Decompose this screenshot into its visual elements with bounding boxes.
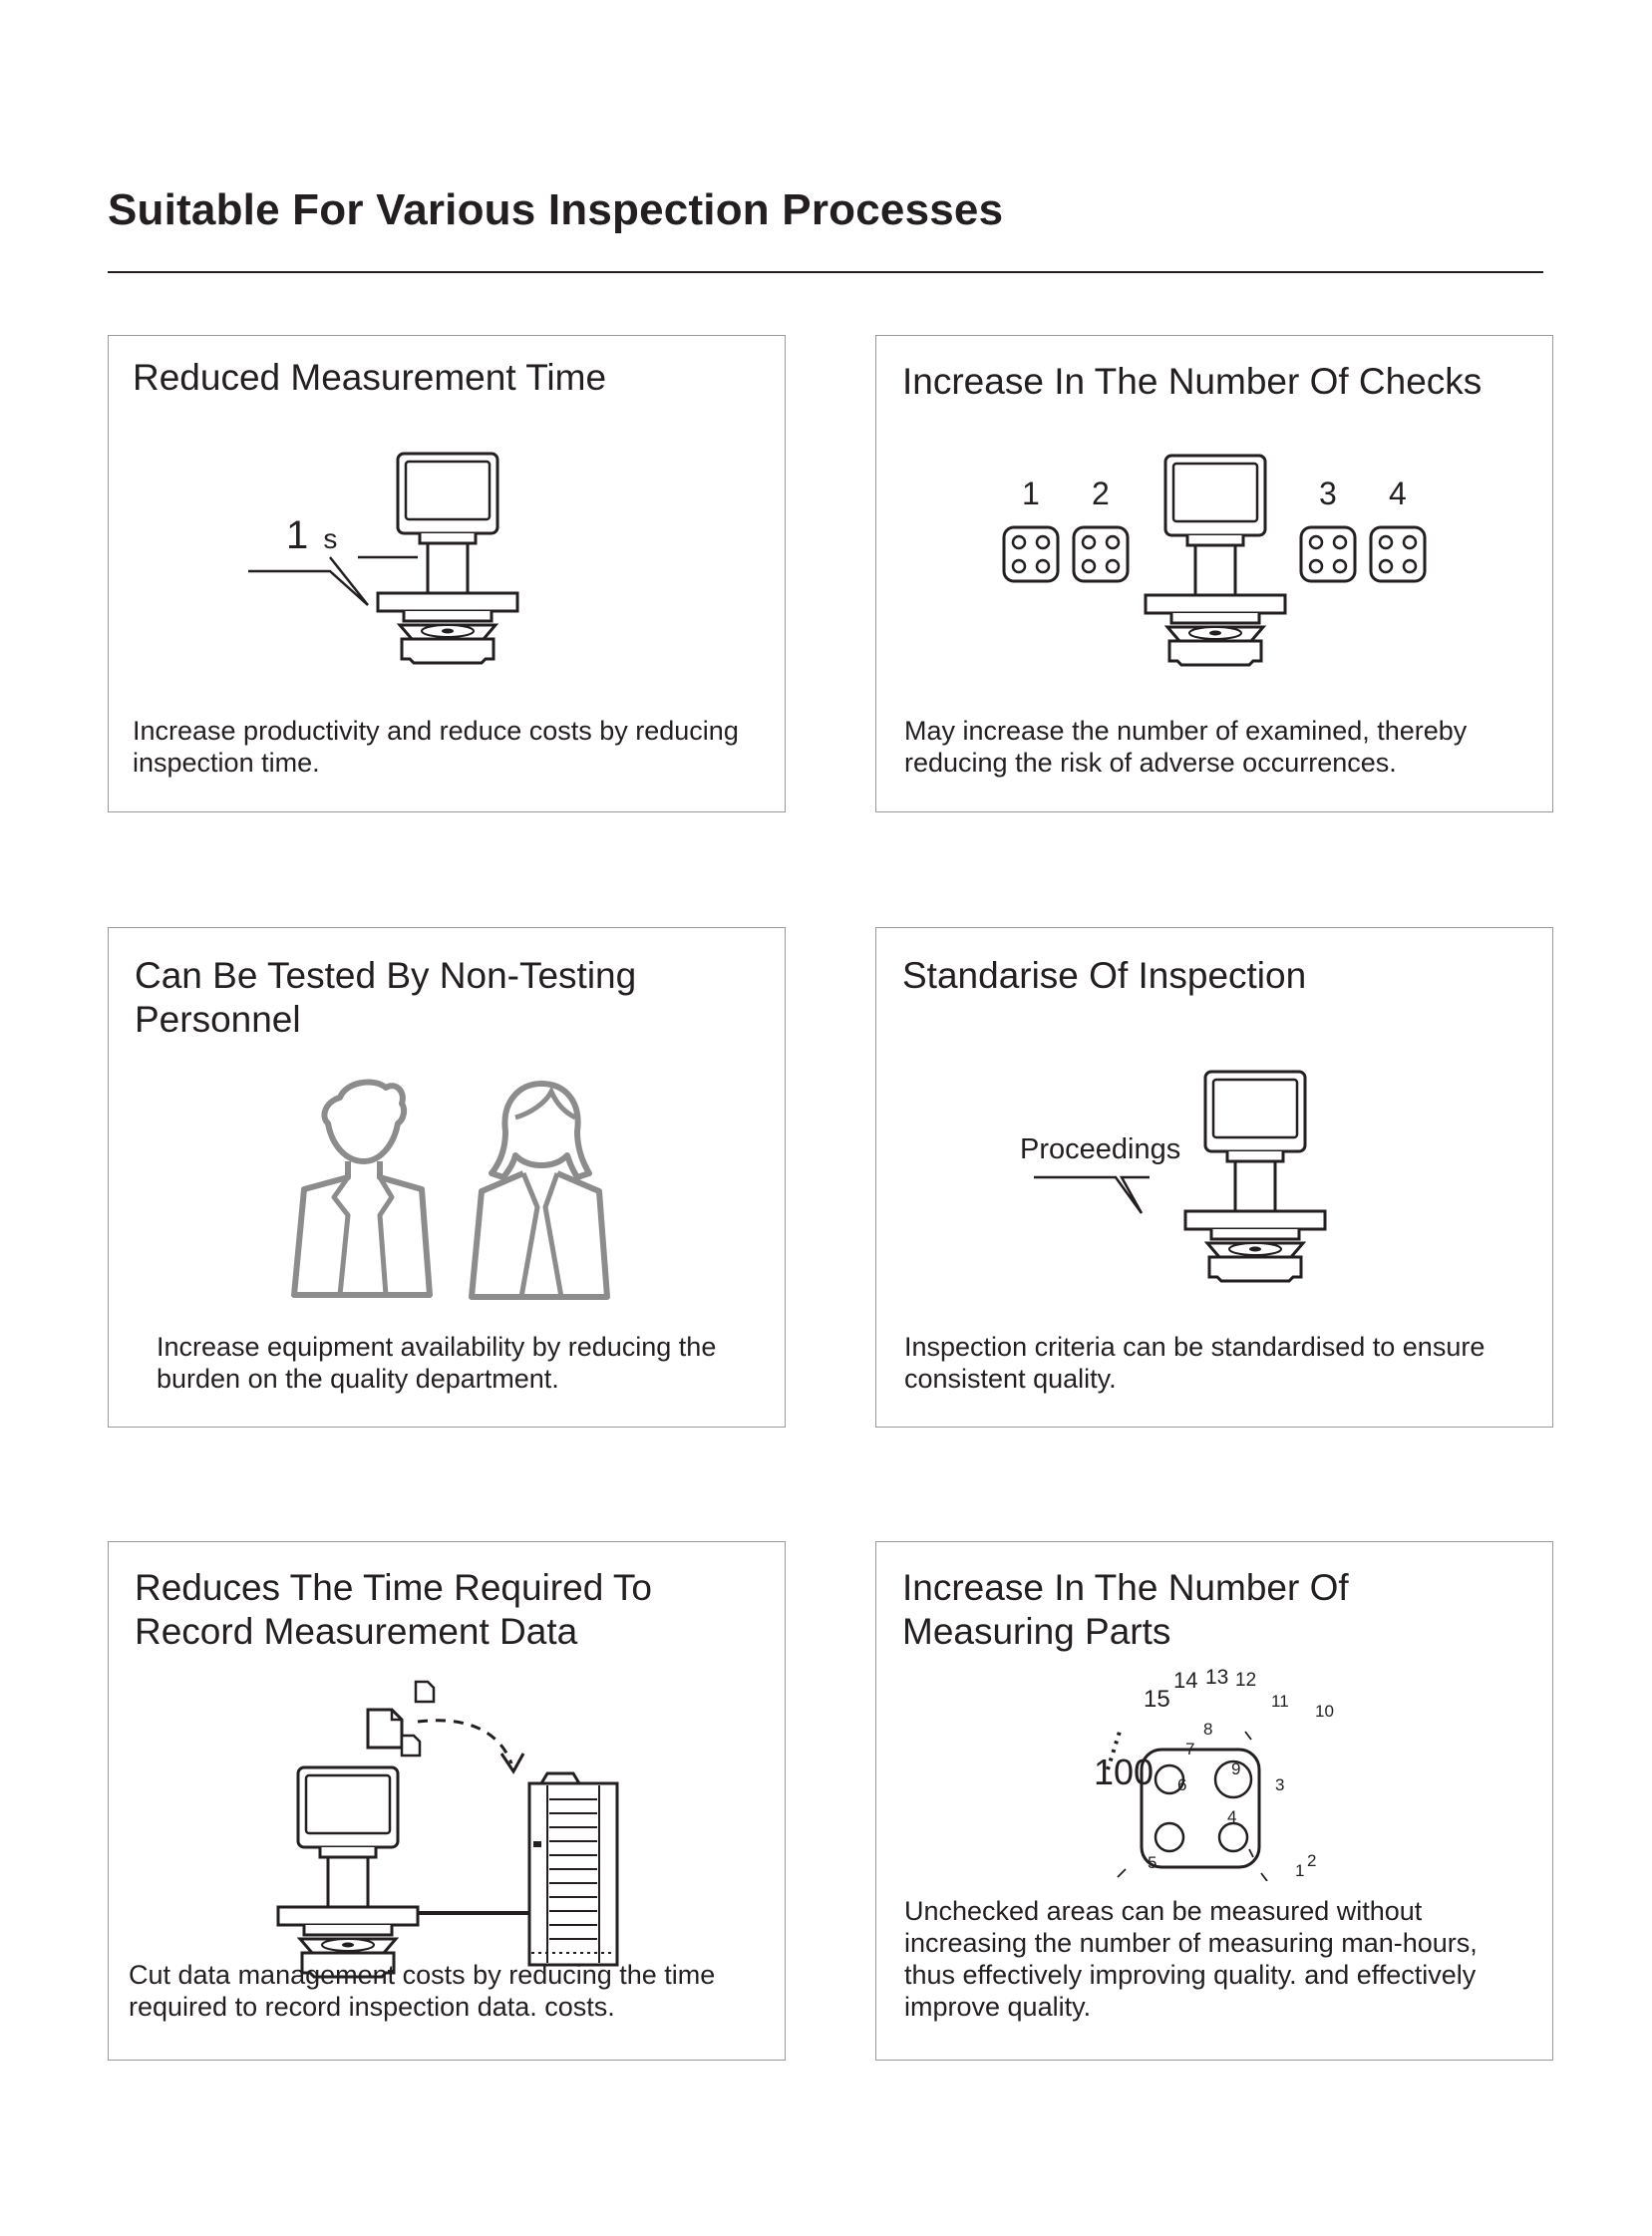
point-label: 8 (1203, 1720, 1213, 1739)
card-increase-number-of-checks: Increase In The Number Of Checks 1 2 3 4… (875, 335, 1553, 812)
total-points: 100 (1094, 1752, 1155, 1792)
workpiece-icon (1002, 525, 1060, 583)
card-record-measurement-data: Reduces The Time Required To Record Meas… (108, 1541, 786, 2061)
part-number: 3 (1319, 476, 1337, 511)
point-label: 2 (1307, 1851, 1317, 1870)
callout-unit: s (323, 523, 338, 554)
female-person-icon (469, 1081, 610, 1300)
card-description: Increase equipment availability by reduc… (157, 1332, 717, 1394)
point-label: 1 (1295, 1861, 1305, 1880)
card-title: Reduces The Time Required To Record Meas… (135, 1567, 652, 1652)
card-description: Cut data management costs by reducing th… (129, 1960, 716, 2022)
measuring-machine-icon (1034, 1070, 1327, 1283)
point-label: 12 (1235, 1670, 1257, 1691)
measuring-machine-icon (1144, 454, 1287, 667)
part-number: 4 (1389, 476, 1407, 511)
title-divider (108, 271, 1543, 273)
point-label: 13 (1205, 1666, 1229, 1689)
card-title: Increase In The Number Of Checks (902, 361, 1483, 402)
point-label: 15 (1144, 1686, 1170, 1713)
workpiece-icon (1072, 525, 1130, 583)
point-label: 4 (1227, 1807, 1237, 1826)
point-label: 9 (1231, 1759, 1241, 1778)
document-icon (366, 1708, 404, 1750)
page-title: Suitable For Various Inspection Processe… (108, 185, 1004, 234)
data-transfer-illustration (276, 1680, 619, 1979)
workpiece-icon (1369, 525, 1427, 583)
workpiece-icon (1106, 1731, 1268, 1881)
point-label: 10 (1315, 1702, 1334, 1721)
point-label: 3 (1275, 1775, 1285, 1794)
card-title: Standarise Of Inspection (902, 955, 1307, 996)
male-person-icon (291, 1079, 433, 1298)
card-non-testing-personnel: Can Be Tested By Non-Testing Personnel I… (108, 927, 786, 1428)
card-title: Increase In The Number Of Measuring Part… (902, 1567, 1349, 1652)
server-rack-icon (527, 1771, 619, 1967)
card-reduced-measurement-time: Reduced Measurement Time 1 s Increase pr… (108, 335, 786, 812)
card-description: May increase the number of examined, the… (904, 716, 1468, 778)
workpiece-icon (1299, 525, 1357, 583)
callout-value: 1 (286, 513, 309, 557)
card-title: Can Be Tested By Non-Testing Personnel (135, 955, 637, 1040)
speech-callout-icon: 1 s (286, 513, 337, 558)
point-label: 11 (1271, 1692, 1289, 1711)
card-description: Inspection criteria can be standardised … (904, 1332, 1486, 1394)
card-description: Unchecked areas can be measured without … (904, 1896, 1478, 2022)
point-label: 14 (1173, 1668, 1198, 1693)
callout-label: Proceedings (1020, 1133, 1181, 1165)
card-description: Increase productivity and reduce costs b… (133, 716, 739, 778)
point-label: 5 (1148, 1853, 1157, 1872)
point-label: 7 (1185, 1740, 1195, 1758)
part-number: 1 (1022, 476, 1040, 511)
card-standardise-inspection: Standarise Of Inspection Proceedings Ins… (875, 927, 1553, 1428)
part-number: 2 (1092, 476, 1110, 511)
point-label: 6 (1177, 1775, 1187, 1794)
measuring-machine-icon (276, 1765, 420, 1979)
card-measuring-parts: Increase In The Number Of Measuring Part… (875, 1541, 1553, 2061)
measuring-machine-icon (248, 452, 519, 665)
card-title: Reduced Measurement Time (133, 357, 607, 398)
